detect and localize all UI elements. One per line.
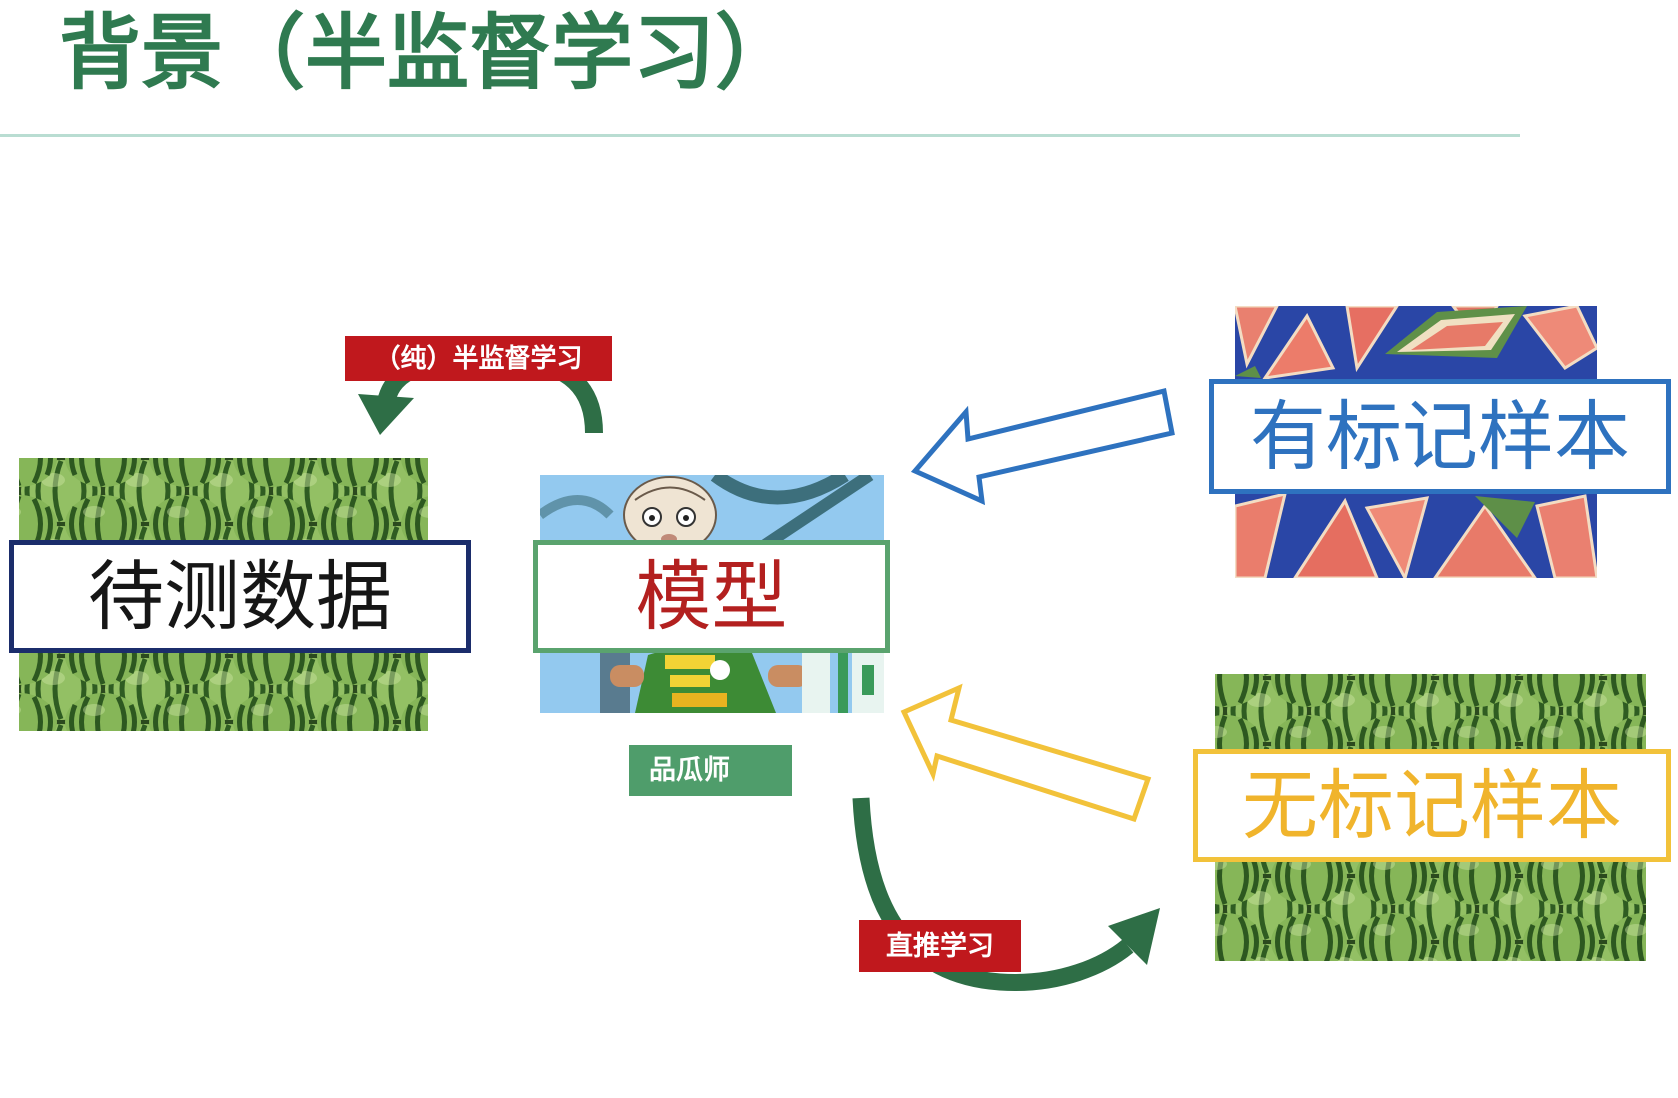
transductive-tag-label: 直推学习 [886, 930, 994, 962]
melon-taster-tag-label: 品瓜师 [649, 755, 730, 786]
pure-ssl-tag-label: （纯）半监督学习 [374, 343, 583, 374]
labeled-to-model-arrow [910, 387, 1175, 506]
unlabeled-samples-box: 无标记样本 [1193, 749, 1671, 862]
meme-face [623, 476, 717, 554]
title-divider [0, 134, 1520, 137]
test-data-box: 待测数据 [9, 540, 471, 653]
labeled-samples-label: 有标记样本 [1250, 391, 1630, 481]
pure-ssl-tag: （纯）半监督学习 [345, 336, 612, 381]
unlabeled-samples-label: 无标记样本 [1242, 760, 1622, 850]
transductive-tag: 直推学习 [859, 920, 1021, 972]
unlabeled-to-model-arrow [900, 683, 1152, 823]
melon-taster-tag: 品瓜师 [629, 745, 792, 796]
slide-title: 背景（半监督学习） [59, 6, 798, 101]
labeled-samples-box: 有标记样本 [1209, 379, 1671, 494]
model-box: 模型 [533, 540, 890, 653]
green-shirt [610, 647, 808, 713]
backdrop-letters [802, 653, 884, 713]
model-label: 模型 [635, 551, 788, 641]
test-data-label: 待测数据 [88, 551, 392, 641]
